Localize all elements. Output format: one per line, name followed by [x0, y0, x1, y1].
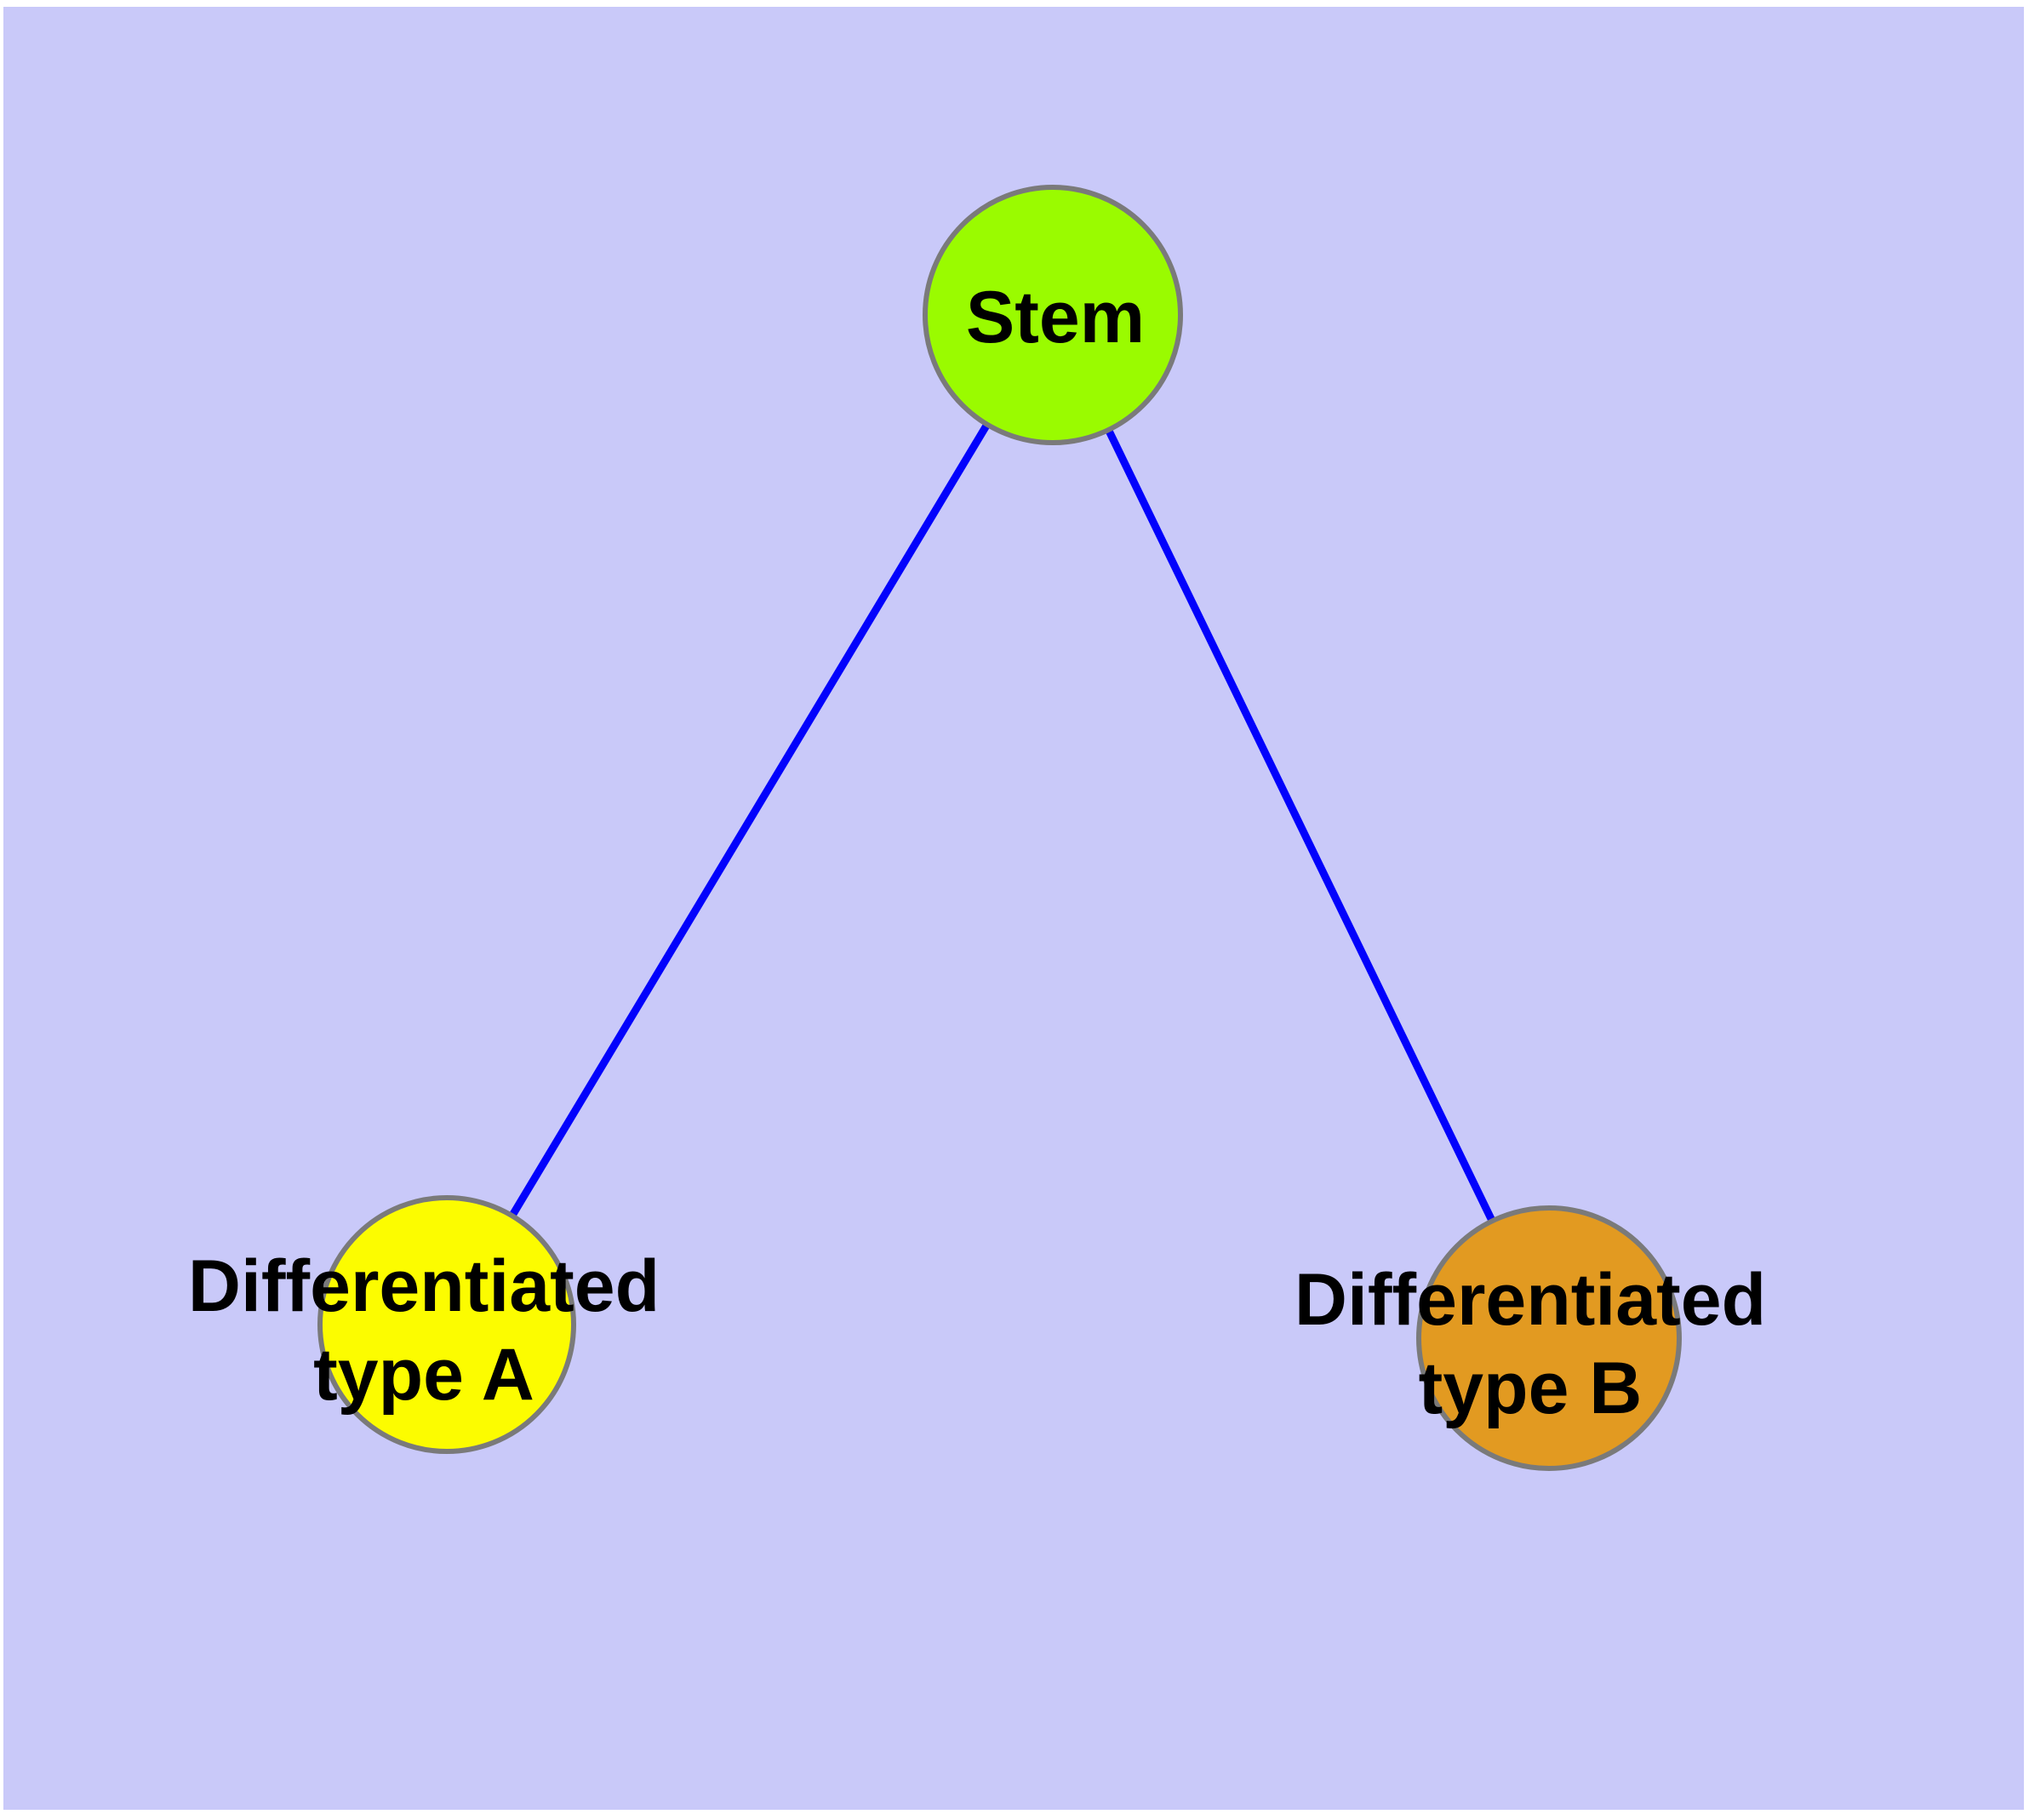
node-type-a-circle: [317, 1195, 576, 1454]
node-type-a-label-line1: Differentiated: [188, 1245, 660, 1327]
node-stem-circle: [923, 185, 1183, 445]
edge-stem-to-type-b: [1049, 313, 1553, 1340]
node-type-b-label-line1: Differentiated: [1295, 1259, 1766, 1341]
node-type-b-circle: [1416, 1205, 1682, 1471]
node-type-a-label-line2: type A: [313, 1334, 534, 1416]
node-type-b-label-line2: type B: [1419, 1348, 1643, 1429]
node-stem-label: Stem: [966, 277, 1145, 358]
edge-stem-to-type-a: [443, 312, 1056, 1327]
